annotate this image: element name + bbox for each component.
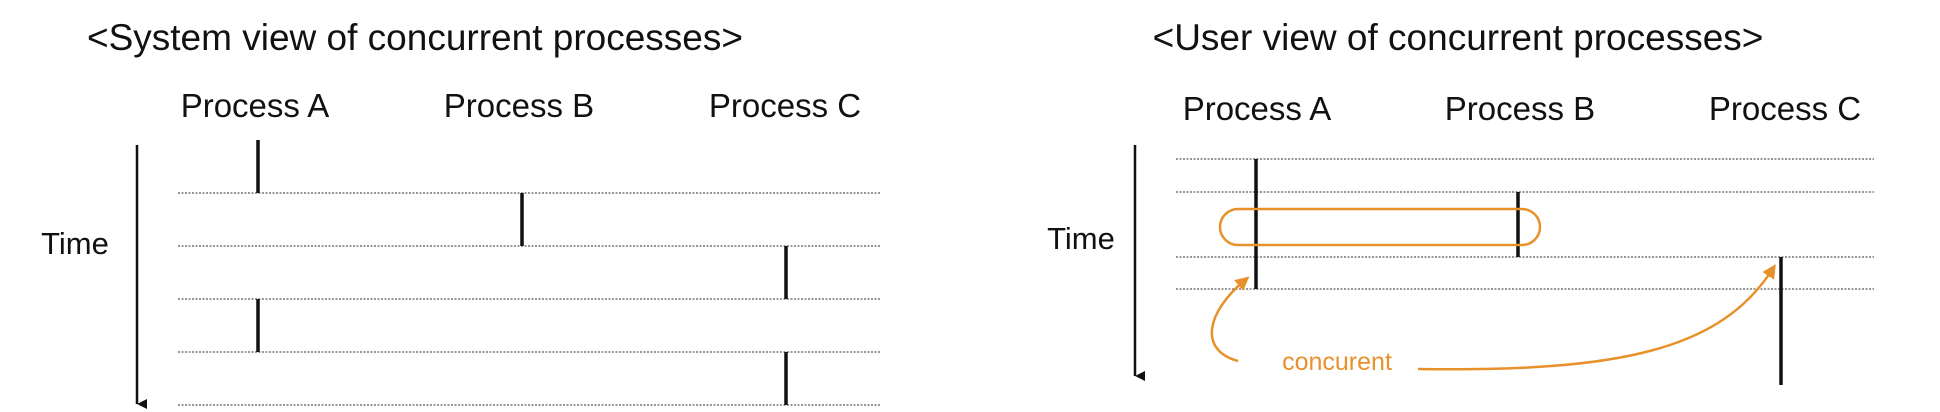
concurrency-highlight-box — [1218, 207, 1542, 247]
time-axis-label: Time — [1047, 221, 1115, 256]
process-c-label: Process C — [1709, 90, 1861, 127]
process-a-label: Process A — [1183, 90, 1332, 127]
system-view-diagram: <System view of concurrent processes> Pr… — [41, 17, 880, 409]
concurrent-arrow-to-process-c — [1417, 264, 1776, 371]
user-view-diagram: <User view of concurrent processes> Proc… — [1047, 17, 1874, 385]
process-b-label: Process B — [444, 87, 594, 124]
process-c-label: Process C — [709, 87, 861, 124]
process-a-label: Process A — [181, 87, 330, 124]
concurrent-annotation-label: concurent — [1282, 348, 1392, 376]
time-axis-label: Time — [41, 226, 109, 261]
concurrent-arrow-to-process-a — [1210, 276, 1250, 363]
process-b-label: Process B — [1445, 90, 1595, 127]
user-view-title: <User view of concurrent processes> — [1153, 17, 1764, 58]
system-view-title: <System view of concurrent processes> — [87, 17, 743, 58]
